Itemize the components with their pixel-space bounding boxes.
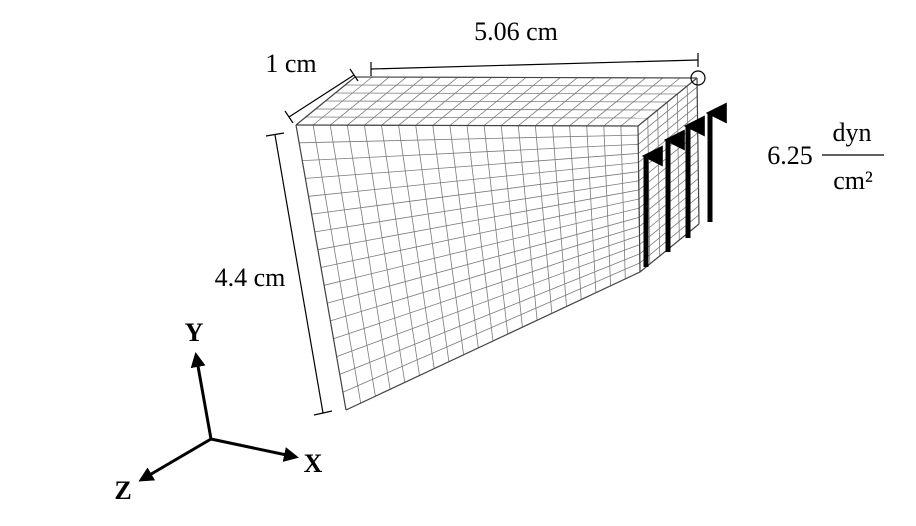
finite-element-mesh bbox=[295, 76, 700, 411]
dimension-length bbox=[370, 53, 699, 76]
top-mesh-line bbox=[345, 84, 688, 87]
front-mesh-line bbox=[314, 180, 639, 233]
dimension-thickness bbox=[284, 68, 359, 124]
load-unit-numerator: dyn bbox=[833, 118, 872, 147]
front-mesh-line bbox=[333, 235, 640, 340]
mesh-edge bbox=[637, 77, 698, 127]
mesh-edge bbox=[637, 125, 641, 273]
dimension-height bbox=[265, 132, 333, 416]
front-mesh-line bbox=[302, 143, 639, 161]
front-mesh-line bbox=[320, 198, 640, 268]
height-label: 4.4 cm bbox=[215, 263, 286, 292]
front-mesh-line bbox=[330, 226, 640, 322]
mesh-edge bbox=[345, 271, 641, 411]
end-mesh-line bbox=[638, 95, 698, 145]
load-node-marker bbox=[690, 70, 706, 86]
z-axis-arrow bbox=[138, 437, 212, 482]
mesh-edge bbox=[354, 76, 698, 79]
load-unit-denominator: cm² bbox=[833, 166, 873, 195]
front-mesh-line bbox=[308, 162, 639, 197]
front-mesh-line bbox=[324, 207, 640, 286]
top-mesh-line bbox=[315, 108, 658, 111]
load-arrows bbox=[641, 102, 727, 267]
front-mesh-line bbox=[305, 153, 639, 179]
x-axis-label: X bbox=[304, 449, 323, 478]
thickness-label: 1 cm bbox=[265, 49, 316, 78]
load-value: 6.25 bbox=[767, 141, 813, 170]
length-label: 5.06 cm bbox=[474, 17, 558, 46]
top-mesh-line bbox=[325, 100, 668, 103]
front-mesh-line bbox=[327, 216, 640, 304]
front-mesh-line bbox=[339, 253, 640, 375]
y-axis-arrow bbox=[190, 352, 213, 440]
end-mesh-line bbox=[637, 86, 698, 136]
mesh-edge bbox=[295, 124, 639, 127]
end-mesh-line bbox=[638, 105, 698, 154]
x-axis-arrow bbox=[210, 437, 299, 462]
front-mesh-line bbox=[336, 244, 640, 357]
y-axis-label: Y bbox=[185, 318, 204, 347]
top-mesh-line bbox=[335, 92, 678, 95]
mesh-edge bbox=[696, 77, 700, 225]
mesh-edge bbox=[295, 124, 347, 411]
coordinate-axes bbox=[138, 352, 299, 482]
front-mesh-line bbox=[299, 134, 639, 144]
top-mesh-line bbox=[305, 116, 648, 119]
front-mesh-line bbox=[317, 189, 639, 251]
front-mesh-line bbox=[342, 262, 641, 393]
z-axis-label: Z bbox=[114, 476, 131, 505]
mesh-edge bbox=[295, 76, 356, 126]
front-mesh-line bbox=[311, 171, 639, 215]
